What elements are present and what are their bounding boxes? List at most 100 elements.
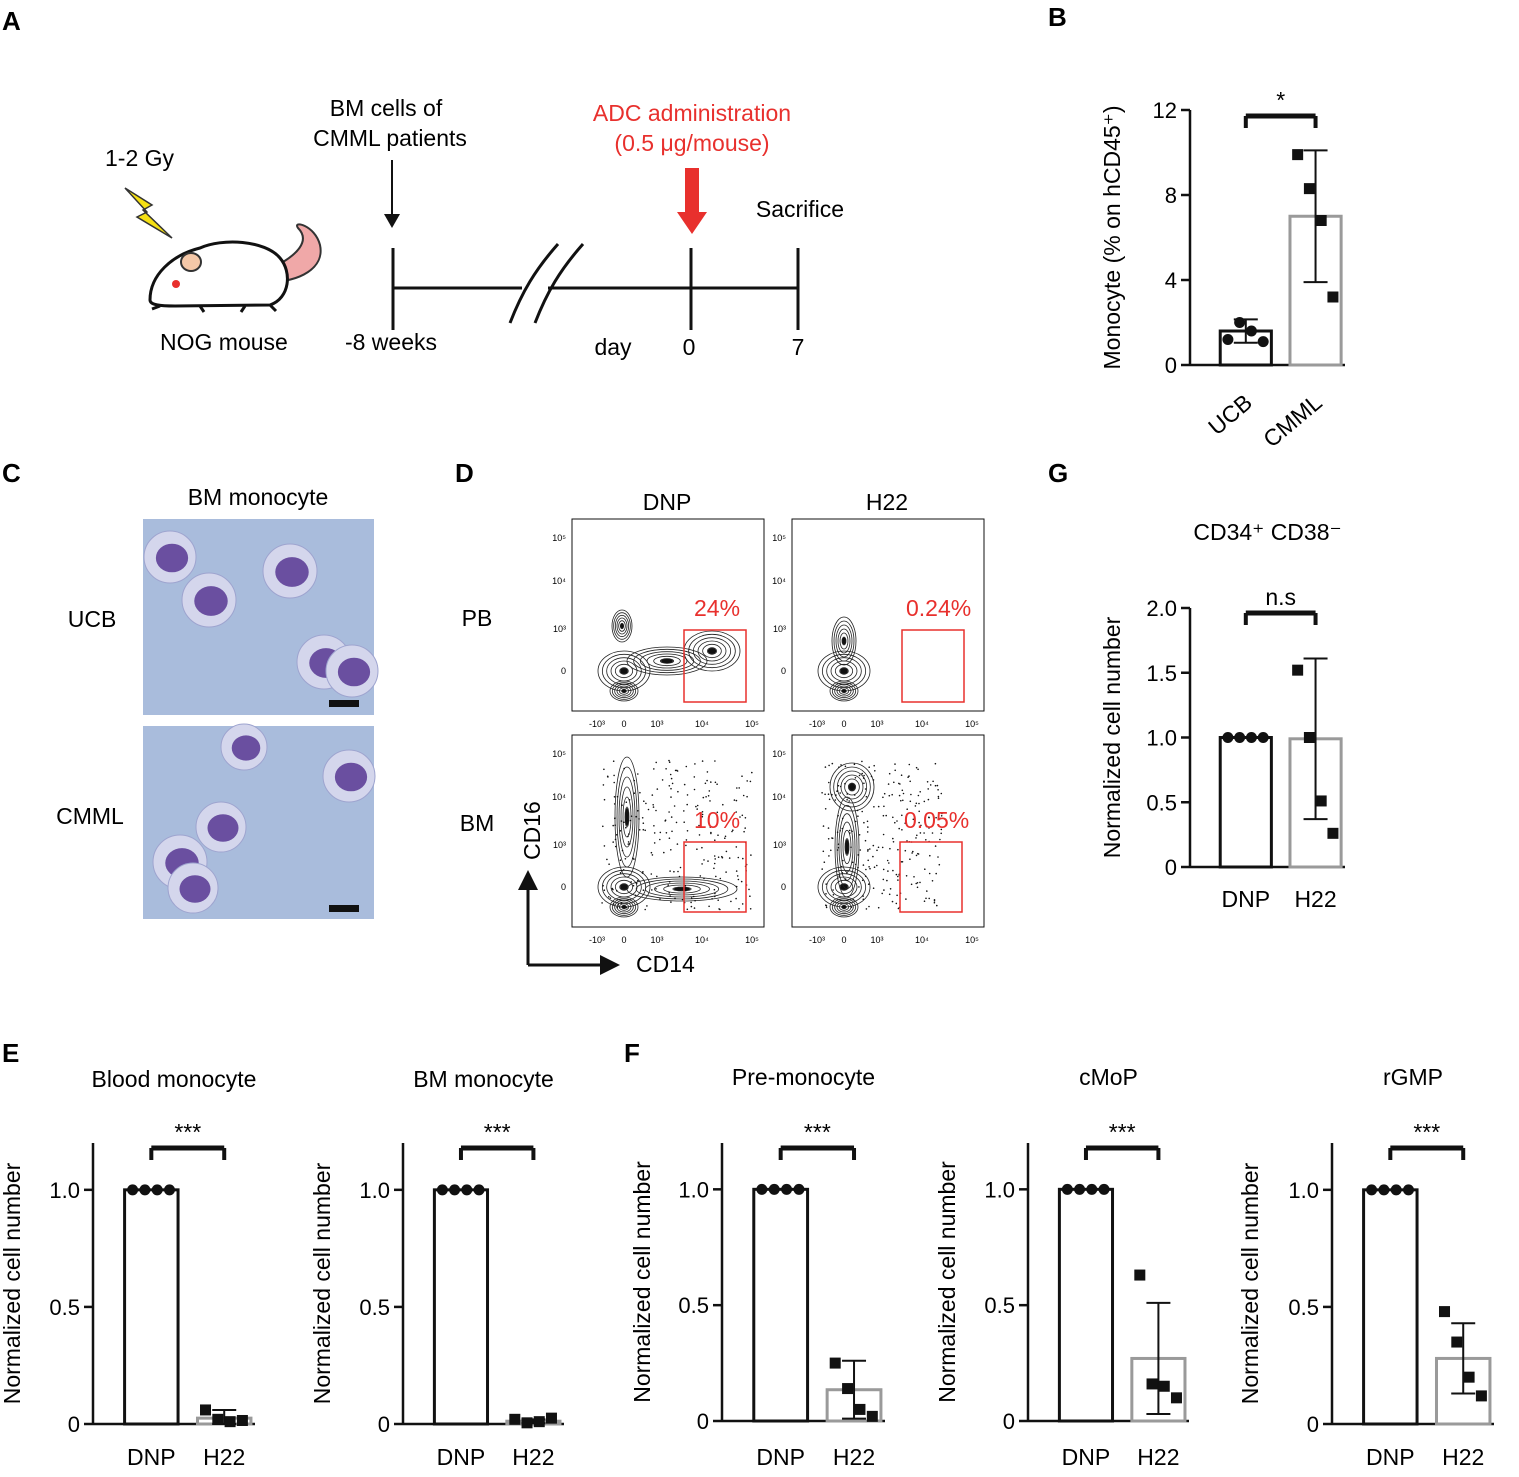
event-dot — [836, 831, 839, 833]
event-dot — [676, 769, 678, 772]
event-dot — [870, 775, 873, 778]
event-dot — [891, 793, 893, 796]
event-dot — [892, 816, 894, 819]
event-dot — [838, 766, 840, 768]
flow-y-tick: 10⁴ — [772, 576, 786, 586]
event-dot — [735, 846, 738, 848]
event-dot — [661, 779, 664, 781]
contour-line — [836, 804, 858, 890]
event-dot — [835, 794, 837, 796]
event-dot — [655, 761, 657, 764]
event-dot — [908, 763, 911, 766]
event-dot — [897, 907, 900, 910]
data-point — [1378, 1184, 1390, 1196]
event-dot — [861, 772, 863, 775]
event-dot — [644, 829, 646, 832]
event-dot — [678, 875, 681, 878]
event-dot — [698, 824, 700, 827]
data-point — [163, 1184, 175, 1196]
event-dot — [627, 843, 630, 845]
event-dot — [681, 898, 684, 901]
event-dot — [940, 815, 943, 817]
event-dot — [888, 862, 890, 864]
y-tick-label: 0 — [697, 1409, 709, 1434]
event-dot — [738, 787, 740, 789]
data-point — [781, 1183, 793, 1195]
flow-y-tick: 0 — [781, 882, 786, 892]
data-point — [756, 1183, 768, 1195]
data-point — [545, 1412, 557, 1424]
data-point — [1098, 1183, 1110, 1195]
event-dot — [728, 857, 731, 859]
contour-line — [613, 612, 631, 640]
cell-nucleus — [337, 657, 371, 687]
gate-box — [899, 841, 963, 913]
event-dot — [668, 761, 671, 763]
timeline — [391, 243, 800, 330]
event-dot — [859, 849, 862, 851]
event-dot — [637, 879, 639, 882]
y-tick-label: 0 — [1003, 1409, 1015, 1434]
event-dot — [863, 782, 865, 785]
event-dot — [669, 870, 671, 872]
event-dot — [873, 806, 875, 808]
event-dot — [603, 768, 605, 771]
event-dot — [613, 781, 615, 784]
event-dot — [609, 897, 612, 899]
event-dot — [701, 846, 703, 849]
flow-x-tick: 0 — [621, 719, 626, 729]
event-dot — [920, 824, 922, 827]
contour-line — [614, 899, 634, 915]
scale-bar — [329, 700, 359, 707]
contour-line — [626, 876, 738, 902]
flow-plot-frame — [571, 518, 765, 712]
event-dot — [601, 902, 603, 904]
event-dot — [665, 832, 668, 834]
event-dot — [685, 844, 687, 847]
flow-y-tick: 0 — [561, 666, 566, 676]
category-label: H22 — [1137, 1444, 1179, 1470]
flow-col-dnp: DNP — [643, 489, 692, 515]
event-dot — [625, 826, 627, 829]
event-dot — [868, 766, 870, 768]
y-tick-label: 12 — [1153, 98, 1177, 123]
event-dot — [939, 838, 941, 841]
contour-line — [614, 683, 634, 699]
event-dot — [746, 795, 748, 798]
flow-plot-frame — [791, 518, 985, 712]
y-tick-label: 0 — [1165, 353, 1177, 378]
event-dot — [837, 843, 840, 845]
event-dot — [897, 848, 899, 851]
category-label: DNP — [756, 1444, 805, 1470]
event-dot — [928, 897, 930, 900]
event-dot — [616, 906, 618, 909]
event-dot — [713, 888, 716, 891]
event-dot — [868, 866, 870, 868]
flow-y-tick: 0 — [781, 666, 786, 676]
event-dot — [867, 883, 870, 885]
event-dot — [913, 876, 915, 878]
event-dot — [619, 906, 621, 908]
event-dot — [633, 858, 635, 860]
flow-x-tick: 10⁴ — [695, 935, 709, 945]
event-dot — [619, 830, 622, 832]
contour-line — [847, 782, 857, 792]
event-dot — [892, 837, 894, 840]
y-tick-label: 1.0 — [1288, 1178, 1319, 1203]
event-dot — [668, 892, 670, 894]
event-dot — [839, 792, 841, 794]
event-dot — [614, 845, 617, 848]
flow-y-tick: 0 — [561, 882, 566, 892]
event-dot — [735, 811, 737, 813]
event-dot — [629, 819, 632, 822]
data-point — [1245, 732, 1257, 743]
event-dot — [670, 787, 672, 790]
panel-letter-d: D — [455, 458, 474, 488]
event-dot — [898, 782, 900, 785]
event-dot — [931, 832, 934, 834]
event-dot — [824, 793, 826, 796]
event-dot — [685, 839, 688, 841]
contour-line — [614, 614, 630, 638]
flow-x-tick: -10³ — [809, 935, 825, 945]
